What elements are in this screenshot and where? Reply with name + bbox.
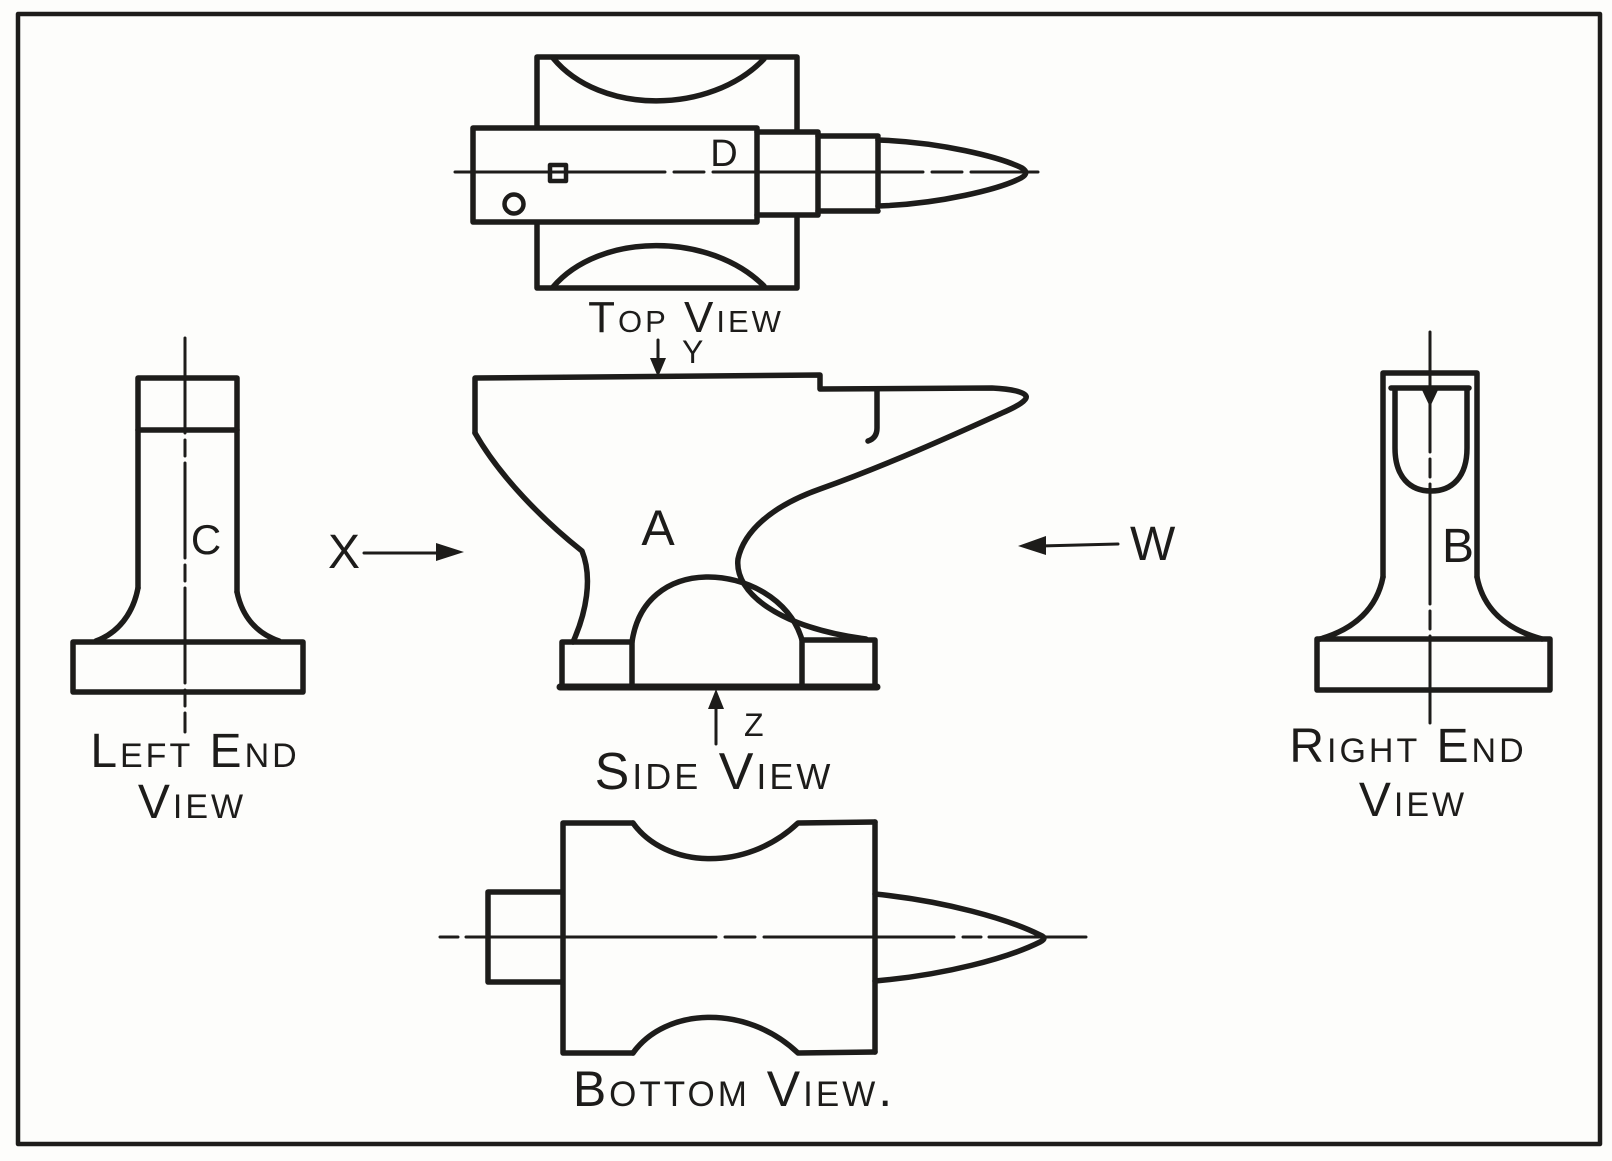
side-view-arch	[629, 574, 805, 645]
bottom-view-caption: Bottom View.	[573, 1061, 895, 1117]
top-view-caption: Top View	[588, 293, 784, 342]
z-arrow-head-icon	[708, 689, 724, 709]
side-view-label: A	[641, 500, 675, 556]
y-direction-label: Y	[682, 334, 703, 370]
side-view-table-step-line	[865, 387, 880, 444]
bottom-view-top-fillet	[630, 819, 878, 862]
top-view-base-upper-fillet	[550, 55, 767, 104]
right-end-base	[1314, 636, 1553, 693]
hardy-hole-square	[547, 162, 569, 184]
left-end-left-flare	[93, 585, 141, 644]
top-view-base-lower-outline	[534, 213, 800, 291]
w-arrow-head-icon	[1018, 536, 1046, 555]
x-arrow-head-icon	[436, 543, 464, 561]
right-end-centerline-arrow-icon	[1422, 390, 1438, 407]
bottom-view-drawing: Bottom View.	[438, 819, 1088, 1117]
w-direction-label: W	[1130, 518, 1176, 571]
left-end-body-outline	[135, 375, 240, 595]
right-end-right-flare	[1474, 574, 1545, 642]
top-view-base-lower-fillet	[550, 242, 767, 290]
side-view-left-foot	[559, 639, 635, 690]
side-view-body-outline	[472, 372, 1029, 642]
left-end-right-flare	[234, 589, 282, 644]
right-end-caption-line2: View	[1359, 774, 1467, 827]
left-end-caption-line2: View	[138, 776, 246, 829]
figure-border	[15, 11, 1603, 1147]
pritchel-hole-circle	[502, 192, 526, 216]
right-end-caption-line1: Right End	[1289, 720, 1526, 773]
y-arrow-head-icon	[650, 358, 666, 377]
side-view-caption: Side View	[595, 743, 834, 801]
left-end-base	[70, 639, 306, 695]
side-view-left-waist	[472, 430, 591, 645]
side-view-drawing: A Z Side View	[472, 372, 1029, 801]
left-end-view-drawing: C Left End View X	[70, 336, 464, 829]
top-view-face-rect	[470, 125, 760, 225]
top-view-base-upper-outline	[534, 54, 800, 134]
top-view-label: D	[710, 133, 737, 175]
side-view-right-foot	[799, 637, 878, 690]
right-end-view-drawing: B Right End View W	[1018, 330, 1553, 827]
right-end-label: B	[1442, 520, 1474, 573]
right-end-body-outline	[1380, 370, 1480, 580]
right-end-left-flare	[1317, 574, 1386, 642]
left-end-label: C	[191, 516, 221, 563]
left-end-caption-line1: Left End	[90, 725, 299, 778]
right-end-horn-u-outline	[1392, 387, 1470, 494]
bottom-view-bottom-fillet	[630, 1014, 878, 1056]
w-arrow-line	[1038, 542, 1120, 548]
top-view-drawing: D Top View Y	[453, 54, 1040, 377]
x-direction-label: X	[328, 526, 360, 579]
z-direction-label: Z	[744, 707, 764, 743]
